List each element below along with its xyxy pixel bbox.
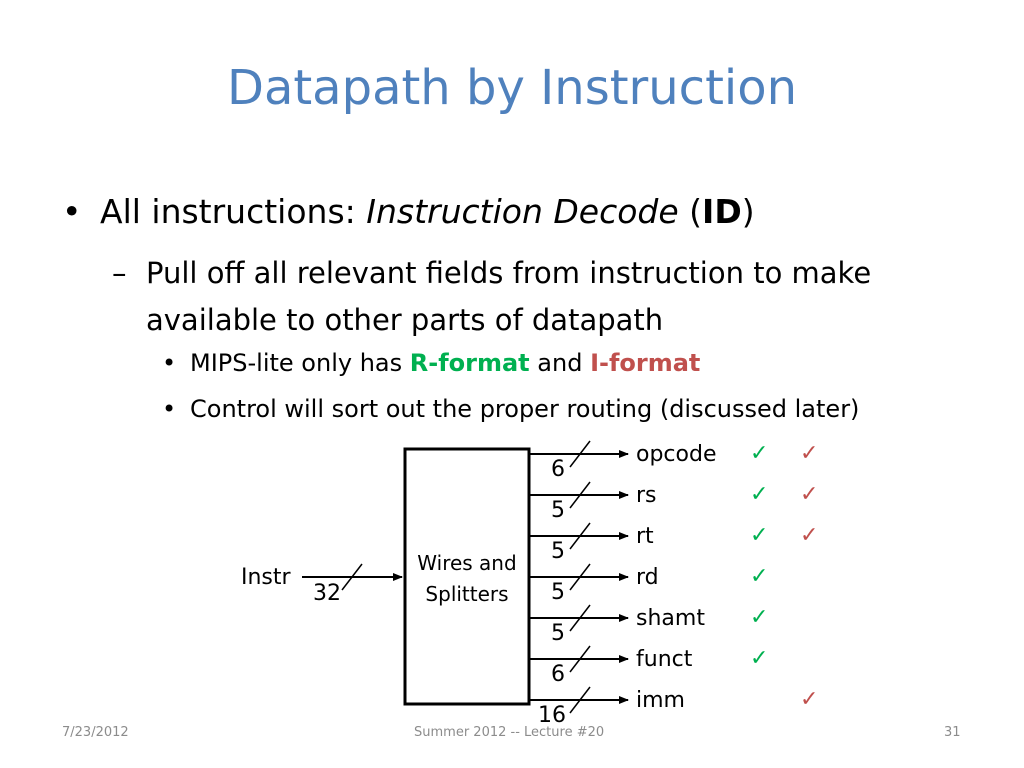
subsub-bullet-text: Control will sort out the proper routing…	[190, 395, 860, 423]
dash-marker: –	[112, 256, 127, 290]
bullet-dot: •	[162, 349, 177, 377]
slide-title: Datapath by Instruction	[226, 60, 798, 116]
field-width-shamt: 5	[551, 621, 565, 646]
field-name-rd: rd	[636, 565, 659, 590]
i-format-check-icon: ✓	[800, 687, 818, 712]
field-width-rt: 5	[551, 539, 565, 564]
field-width-funct: 6	[551, 662, 565, 687]
output-fields: 6 opcode ✓ ✓ 5 rs ✓ ✓ 5 rt ✓ ✓ 5 rd ✓ 5 shamt ✓ 6 funct ✓ 16 i…	[529, 440, 818, 728]
field-name-opcode: opcode	[636, 442, 716, 467]
footer-page-number: 31	[944, 725, 961, 740]
bullet-text: All instructions: Instruction Decode (ID…	[100, 192, 755, 232]
field-width-slash-funct	[569, 645, 591, 673]
field-name-funct: funct	[636, 647, 693, 672]
field-width-rs: 5	[551, 498, 565, 523]
footer-lecture: Summer 2012 -- Lecture #20	[414, 725, 605, 740]
bullet-italic-term: Instruction Decode	[366, 192, 679, 231]
box-label-line2: Splitters	[425, 582, 508, 606]
bullet-dot: •	[162, 395, 177, 423]
field-name-imm: imm	[636, 688, 685, 713]
bullet-prefix: All instructions:	[100, 192, 367, 231]
bullet-dot: •	[62, 192, 82, 231]
field-width-imm: 16	[538, 703, 566, 728]
r-format-check-icon: ✓	[750, 646, 768, 671]
field-width-slash-rd	[569, 563, 591, 591]
field-width-slash-shamt	[569, 604, 591, 632]
field-name-rt: rt	[636, 524, 654, 549]
wires-splitters-box	[403, 447, 531, 706]
i-format-check-icon: ✓	[800, 441, 818, 466]
i-format-check-icon: ✓	[800, 482, 818, 507]
r-format-check-icon: ✓	[750, 605, 768, 630]
input-label-instr: Instr	[241, 565, 292, 590]
r-format-term: R-format	[409, 349, 530, 377]
field-width-rd: 5	[551, 580, 565, 605]
r-format-check-icon: ✓	[750, 441, 768, 466]
field-width-slash-imm	[569, 686, 591, 714]
field-width-slash-opcode	[569, 440, 591, 468]
field-name-shamt: shamt	[636, 606, 705, 631]
bullet-bold-term: ID	[702, 192, 742, 231]
input-width-slash	[341, 563, 363, 591]
field-width-opcode: 6	[551, 457, 565, 482]
subsub-bullet-text: MIPS-lite only has R-format and I-format	[190, 349, 700, 378]
field-width-slash-rt	[569, 522, 591, 550]
i-format-term: I-format	[590, 349, 701, 377]
mips-lite-prefix: MIPS-lite only has	[190, 349, 410, 377]
input-width-label: 32	[313, 581, 341, 606]
r-format-check-icon: ✓	[750, 482, 768, 507]
r-format-check-icon: ✓	[750, 523, 768, 548]
box-label-line1: Wires and	[417, 551, 516, 575]
field-name-rs: rs	[636, 483, 657, 508]
bullet-paren-open: (	[678, 192, 703, 231]
subbullet-text: Pull off all relevant fields from instru…	[146, 256, 872, 337]
footer-date: 7/23/2012	[62, 725, 129, 740]
i-format-check-icon: ✓	[800, 523, 818, 548]
r-format-check-icon: ✓	[750, 564, 768, 589]
field-width-slash-rs	[569, 481, 591, 509]
and-text: and	[529, 349, 591, 377]
bullet-paren-close: )	[741, 192, 755, 231]
